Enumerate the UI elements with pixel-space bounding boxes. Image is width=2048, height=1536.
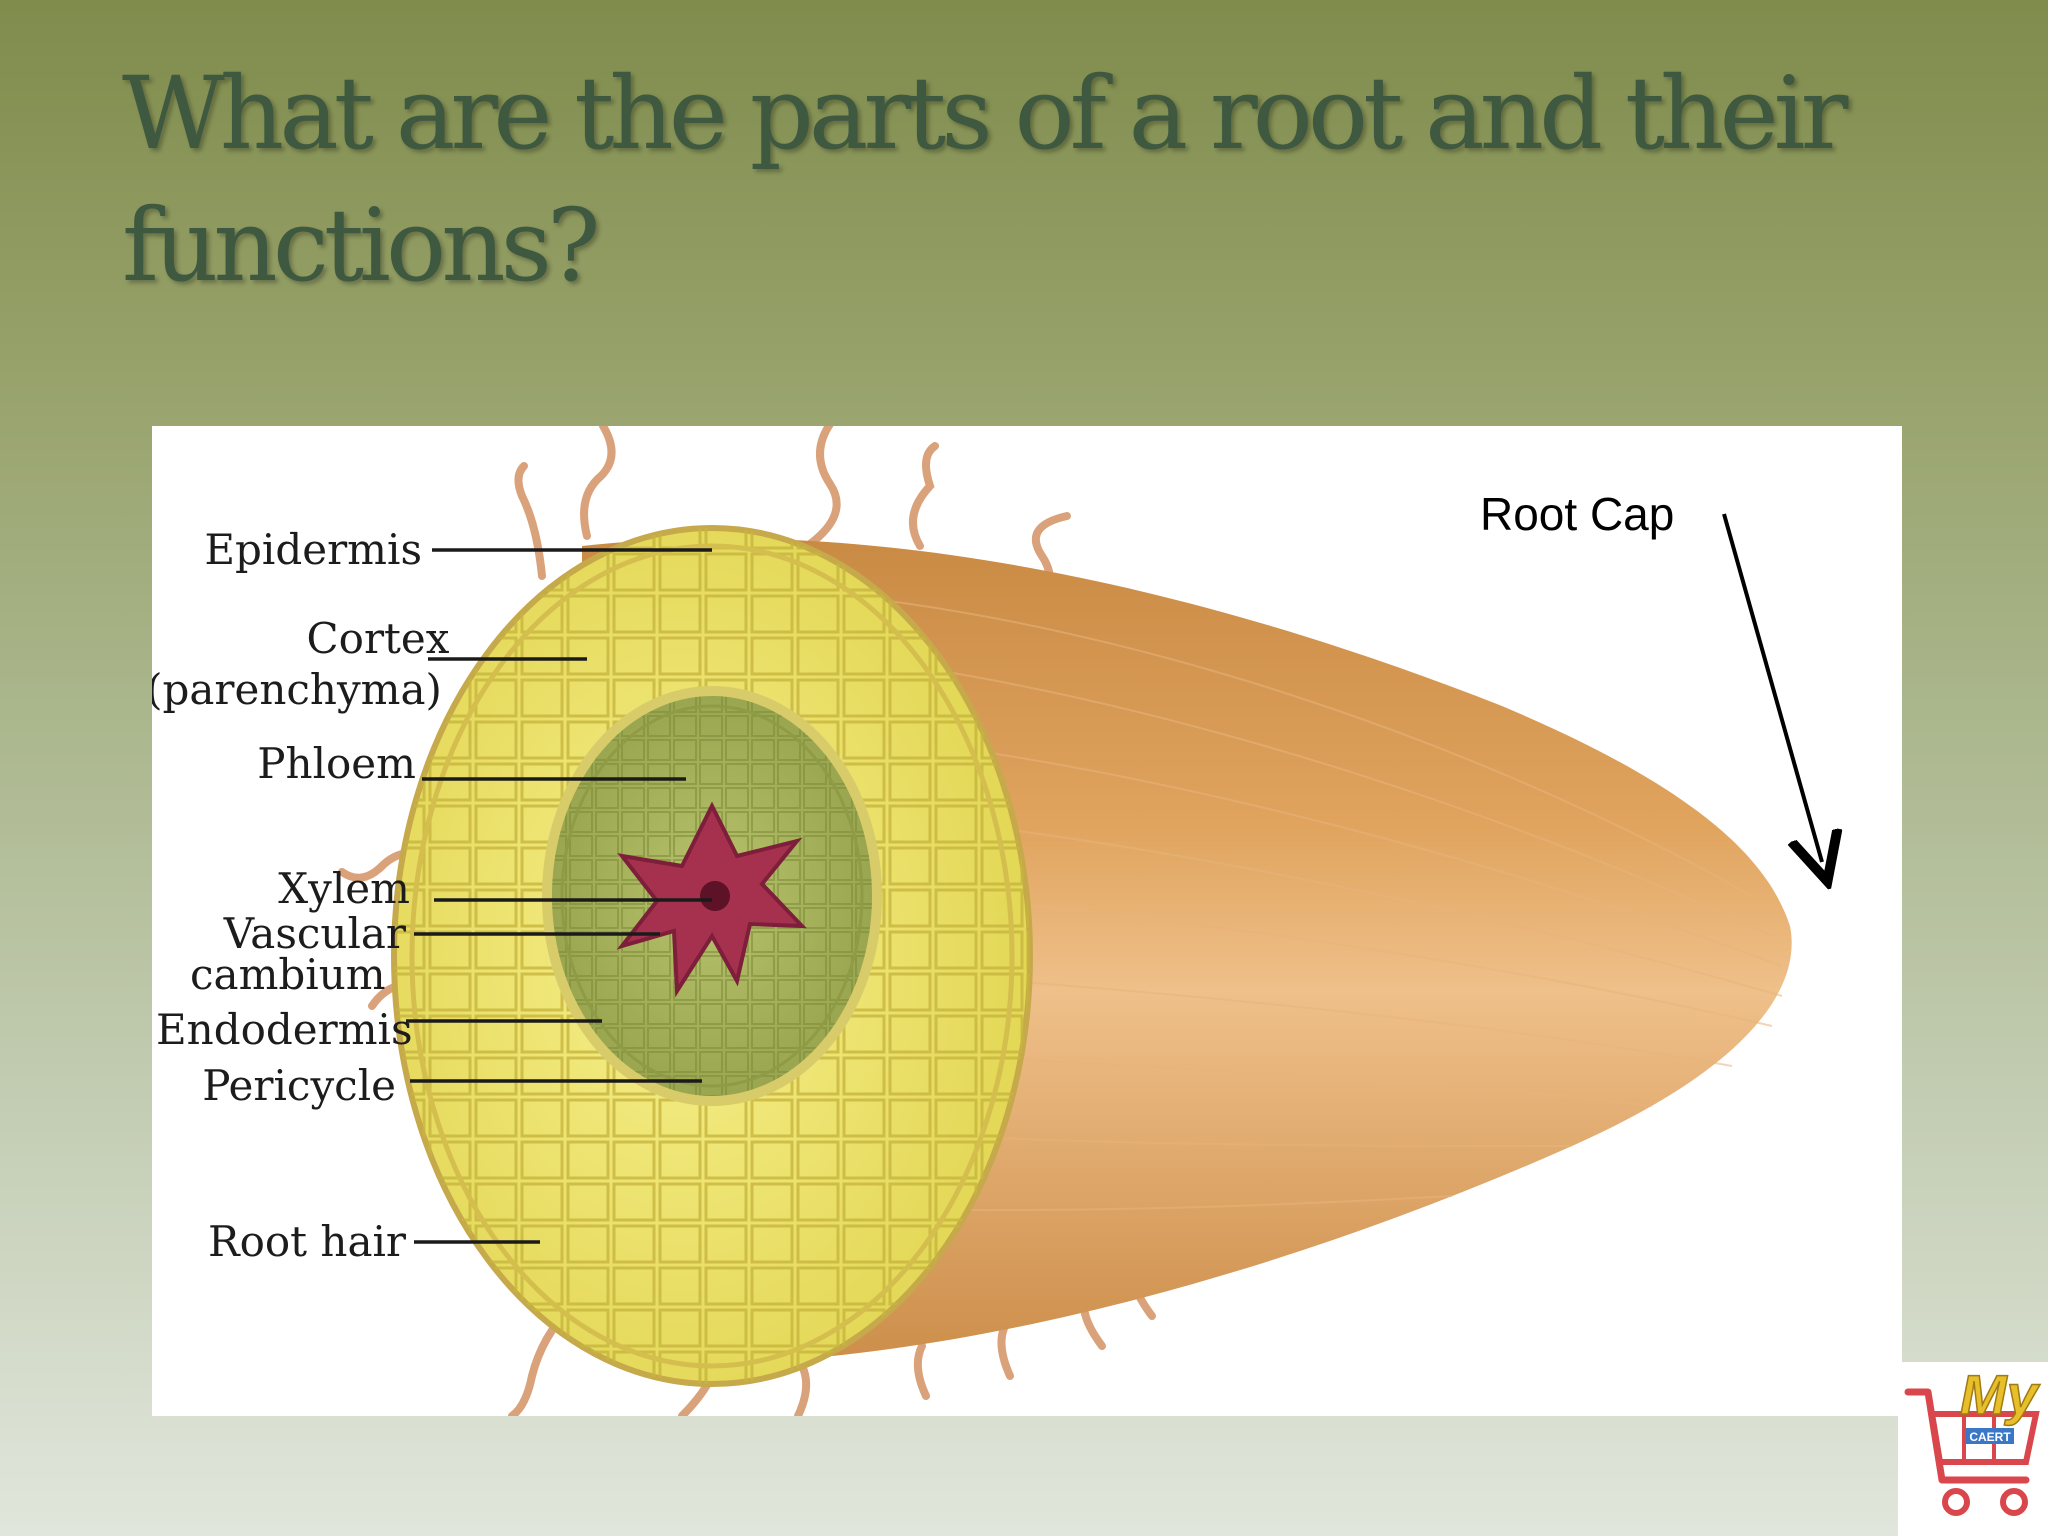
label-root-cap: Root Cap bbox=[1480, 488, 1674, 540]
label-xylem: Xylem bbox=[278, 864, 410, 913]
label-root-hair: Root hair bbox=[208, 1217, 407, 1266]
leader-lines bbox=[406, 548, 712, 1244]
label-endodermis: Endodermis bbox=[156, 1005, 413, 1054]
label-cortex: Cortex bbox=[307, 614, 450, 663]
label-pericycle: Pericycle bbox=[202, 1061, 396, 1110]
label-epidermis: Epidermis bbox=[204, 525, 422, 574]
shopping-cart-icon: My CAERT bbox=[1904, 1362, 2041, 1516]
logo-sub: CAERT bbox=[1969, 1430, 2011, 1444]
epidermis-ring bbox=[409, 543, 1015, 1369]
label-phloem: Phloem bbox=[257, 739, 416, 788]
root-diagram-panel: Epidermis Cortex (parenchyma) Phloem Xyl… bbox=[152, 426, 1902, 1416]
label-cambium: cambium bbox=[190, 950, 386, 999]
root-cap-arrow bbox=[1722, 513, 1822, 862]
label-vascular: Vascular bbox=[223, 909, 407, 958]
slide-title: What are the parts of a root and their f… bbox=[122, 55, 1848, 304]
pericycle-ring bbox=[560, 704, 864, 1088]
root-cross-section-diagram: Epidermis Cortex (parenchyma) Phloem Xyl… bbox=[152, 426, 1902, 1416]
caert-logo: My CAERT bbox=[1898, 1362, 2048, 1536]
logo-brand: My bbox=[1960, 1363, 2041, 1426]
label-parenchyma: (parenchyma) bbox=[152, 665, 442, 714]
